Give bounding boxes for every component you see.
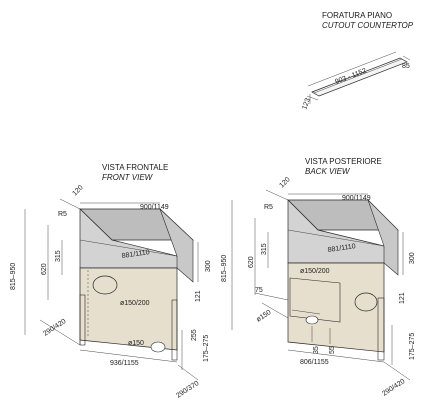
back-hole-small <box>305 315 319 325</box>
cutout-width-label: 85 <box>402 63 410 70</box>
back-d35-label: 35 <box>313 346 320 354</box>
back-d121-label: 121 <box>399 292 406 304</box>
front-top-depth-label: 120 <box>71 184 84 197</box>
front-h300-label: 300 <box>205 260 212 272</box>
front-d150-label: ø150 <box>128 340 144 347</box>
back-r5-label: R5 <box>264 204 273 211</box>
front-h315-label: 315 <box>55 250 62 262</box>
back-w290-420-label: 290/420 <box>381 378 406 398</box>
front-w936-1155-label: 936/1155 <box>110 360 139 367</box>
back-band-side <box>367 199 399 276</box>
back-top-width-label: 900/1149 <box>342 195 371 202</box>
back-d150-label: ø150 <box>255 309 272 324</box>
cutout-width-dimline <box>402 55 411 61</box>
front-d150-200-label: ø150/200 <box>120 300 150 307</box>
front-d175-275-label: 175–275 <box>203 335 210 362</box>
front-view-section: VISTA FRONTALE FRONT VIEW 900/1149 120 R… <box>10 163 212 400</box>
front-height-label: 815–950 <box>10 263 17 290</box>
front-r5-label: R5 <box>58 211 67 218</box>
front-view-title: VISTA FRONTALE <box>102 163 168 172</box>
front-hole-large <box>92 275 118 295</box>
back-h315-label: 315 <box>261 243 268 255</box>
back-d150-200-label: ø150/200 <box>300 268 330 275</box>
front-top-width-label: 900/1149 <box>140 204 169 211</box>
back-hole-large <box>354 292 378 312</box>
back-d175-275-label: 175–275 <box>409 333 416 360</box>
back-view-title: VISTA POSTERIORE <box>305 157 382 166</box>
back-h620-label: 620 <box>248 256 255 268</box>
front-inner-width-label: 881/1110 <box>121 249 150 260</box>
back-inner-width-label: 881/1110 <box>327 243 356 254</box>
cutout-length-dimline <box>307 51 397 87</box>
cutout-subtitle: CUTOUT COUNTERTOP <box>322 21 414 30</box>
front-h620-label: 620 <box>41 263 48 275</box>
back-view-section: VISTA POSTERIORE BACK VIEW 900/1149 120 … <box>221 157 416 398</box>
back-height-label: 815–950 <box>221 255 228 282</box>
back-inner-box <box>289 277 341 323</box>
front-d255-label: 255 <box>191 329 198 341</box>
front-view-subtitle: FRONT VIEW <box>102 173 154 182</box>
back-view-subtitle: BACK VIEW <box>305 167 351 176</box>
back-w806-1155-label: 806/1155 <box>300 359 329 366</box>
cutout-title: FORATURA PIANO <box>322 11 392 20</box>
back-d75-label: 75 <box>255 287 263 294</box>
back-right-leg <box>377 297 385 361</box>
front-hole-small <box>150 341 166 353</box>
front-w290-370-label: 290/370 <box>175 380 200 400</box>
cutout-slot-inner <box>313 58 403 94</box>
cutout-section: FORATURA PIANO CUTOUT COUNTERTOP 903 - 1… <box>301 11 413 111</box>
cutout-depth-label: 123 <box>301 97 312 110</box>
back-top-depth-label: 120 <box>278 176 291 189</box>
back-d55-label: 55 <box>329 346 336 354</box>
front-left-leg <box>79 294 86 346</box>
front-d121-label: 121 <box>195 290 202 302</box>
back-h300-label: 300 <box>409 252 416 264</box>
cutout-slot <box>311 57 408 97</box>
front-band-side <box>159 208 194 283</box>
front-right-leg <box>171 299 178 361</box>
